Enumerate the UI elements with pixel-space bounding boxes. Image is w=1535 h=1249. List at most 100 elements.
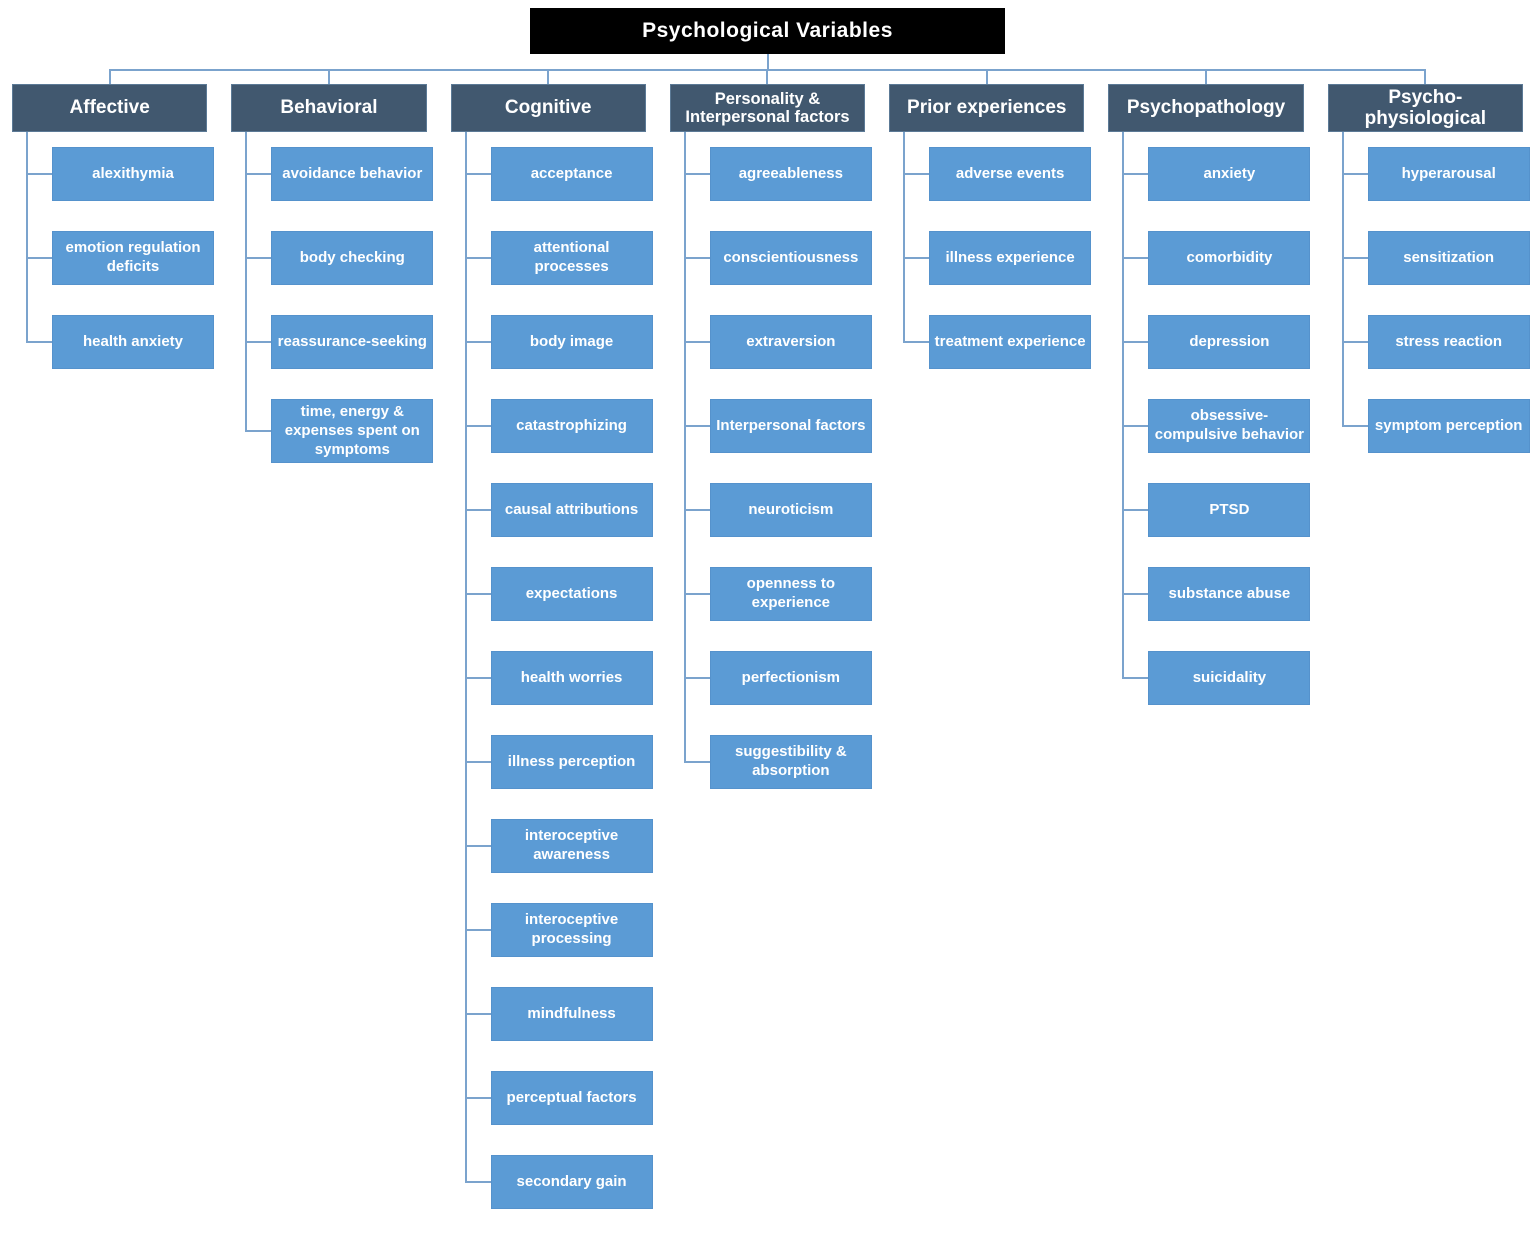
tree-branch: illness experience [877,216,1096,300]
variable-box: neuroticism [709,483,872,537]
column-psychopathology: Psychopathology anxiety comorbidity depres… [1096,69,1316,720]
variable-box: adverse events [929,147,1092,201]
tree-branch: perceptual factors [439,1056,658,1140]
tree-branch: depression [1096,300,1315,384]
variable-box: substance abuse [1148,567,1311,621]
tree-branch: extraversion [658,300,877,384]
prior-experiences-items: adverse events illness experience treatmen… [877,132,1096,384]
category-header-behavioral: Behavioral [231,84,427,132]
variable-box: Interpersonal factors [709,399,872,453]
category-header-cognitive: Cognitive [450,84,646,132]
tree-branch: time, energy & expenses spent on symptom… [219,384,438,478]
personality-interpersonal-items: agreeableness conscientiousness extraversi… [658,132,877,804]
category-header-psycho-physiological: Psycho-physiological [1327,84,1523,132]
column-connector: Cognitive [438,69,659,132]
variable-box: secondary gain [490,1155,653,1209]
tree-branch: acceptance [439,132,658,216]
tree-branch: interoceptive processing [439,888,658,972]
variable-box: interoceptive awareness [490,819,653,873]
variable-box: comorbidity [1148,231,1311,285]
tree-branch: conscientiousness [658,216,877,300]
variable-box: interoceptive processing [490,903,653,957]
tree-branch: anxiety [1096,132,1315,216]
variable-box: mindfulness [490,987,653,1041]
tree-branch: body image [439,300,658,384]
category-header-affective: Affective [12,84,208,132]
variable-box: expectations [490,567,653,621]
variable-box: treatment experience [929,315,1092,369]
variable-box: agreeableness [709,147,872,201]
tree-branch: interoceptive awareness [439,804,658,888]
variable-box: suicidality [1148,651,1311,705]
variable-box: health anxiety [52,315,214,369]
column-cognitive: Cognitive acceptance attentional processe… [438,69,659,1224]
psychopathology-items: anxiety comorbidity depression obsessive-co… [1096,132,1315,720]
tree-branch: substance abuse [1096,552,1315,636]
tree-branch: body checking [219,216,438,300]
variable-box: symptom perception [1367,399,1530,453]
tree-branch: adverse events [877,132,1096,216]
tree-branch: suggestibility & absorption [658,720,877,804]
variable-box: causal attributions [490,483,653,537]
tree-branch: obsessive-compulsive behavior [1096,384,1315,468]
affective-items: alexithymia emotion regulation deficits he… [0,132,219,384]
variable-box: illness perception [490,735,653,789]
tree-branch: agreeableness [658,132,877,216]
variable-box: perfectionism [709,651,872,705]
variable-box: conscientiousness [709,231,872,285]
category-header-prior-experiences: Prior experiences [889,84,1085,132]
tree-branch: sensitization [1316,216,1535,300]
variable-box: suggestibility & absorption [709,735,872,789]
variable-box: catastrophizing [490,399,653,453]
column-connector: Psychopathology [1096,69,1316,132]
variable-box: sensitization [1367,231,1530,285]
variable-box: health worries [490,651,653,705]
category-header-psychopathology: Psychopathology [1108,84,1304,132]
tree-branch: health anxiety [0,300,219,384]
variable-box: anxiety [1148,147,1311,201]
tree-branch: secondary gain [439,1140,658,1224]
variable-box: extraversion [709,315,872,369]
column-connector: Personality & Interpersonal factors [657,69,878,132]
variable-box: body checking [271,231,434,285]
diagram-title: Psychological Variables [530,8,1005,54]
column-connector: Prior experiences [877,69,1097,132]
column-connector: Affective [0,69,220,132]
tree-branch: stress reaction [1316,300,1535,384]
tree-branch: avoidance behavior [219,132,438,216]
variable-box: perceptual factors [490,1071,653,1125]
tree-branch: alexithymia [0,132,219,216]
variable-box: emotion regulation deficits [52,231,214,285]
tree-branch: treatment experience [877,300,1096,384]
tree-branch: Interpersonal factors [658,384,877,468]
variable-box: obsessive-compulsive behavior [1148,399,1311,453]
variable-box: time, energy & expenses spent on symptom… [271,399,434,464]
variable-box: alexithymia [52,147,214,201]
tree-branch: openness to experience [658,552,877,636]
tree-branch: health worries [439,636,658,720]
category-header-personality-interpersonal: Personality & Interpersonal factors [669,84,866,132]
tree-branch: mindfulness [439,972,658,1056]
variable-box: PTSD [1148,483,1311,537]
tree-branch: reassurance-seeking [219,300,438,384]
psycho-physiological-items: hyperarousal sensitization stress reaction… [1316,132,1535,468]
tree-branch: hyperarousal [1316,132,1535,216]
column-prior-experiences: Prior experiences adverse events illness … [877,69,1097,384]
tree-branch: catastrophizing [439,384,658,468]
column-personality-interpersonal: Personality & Interpersonal factors agre… [657,69,878,804]
tree-branch: suicidality [1096,636,1315,720]
variable-box: attentional processes [490,231,653,285]
column-connector: Psycho-physiological [1315,69,1535,132]
variable-box: illness experience [929,231,1092,285]
column-connector: Behavioral [219,69,439,132]
variable-box: openness to experience [709,567,872,621]
category-columns: Affective alexithymia emotion regulation … [0,69,1535,1224]
tree-branch: illness perception [439,720,658,804]
tree-branch: attentional processes [439,216,658,300]
tree-branch: neuroticism [658,468,877,552]
variable-box: avoidance behavior [271,147,434,201]
tree-branch: symptom perception [1316,384,1535,468]
variable-box: reassurance-seeking [271,315,434,369]
tree-branch: causal attributions [439,468,658,552]
column-behavioral: Behavioral avoidance behavior body checki… [219,69,439,478]
